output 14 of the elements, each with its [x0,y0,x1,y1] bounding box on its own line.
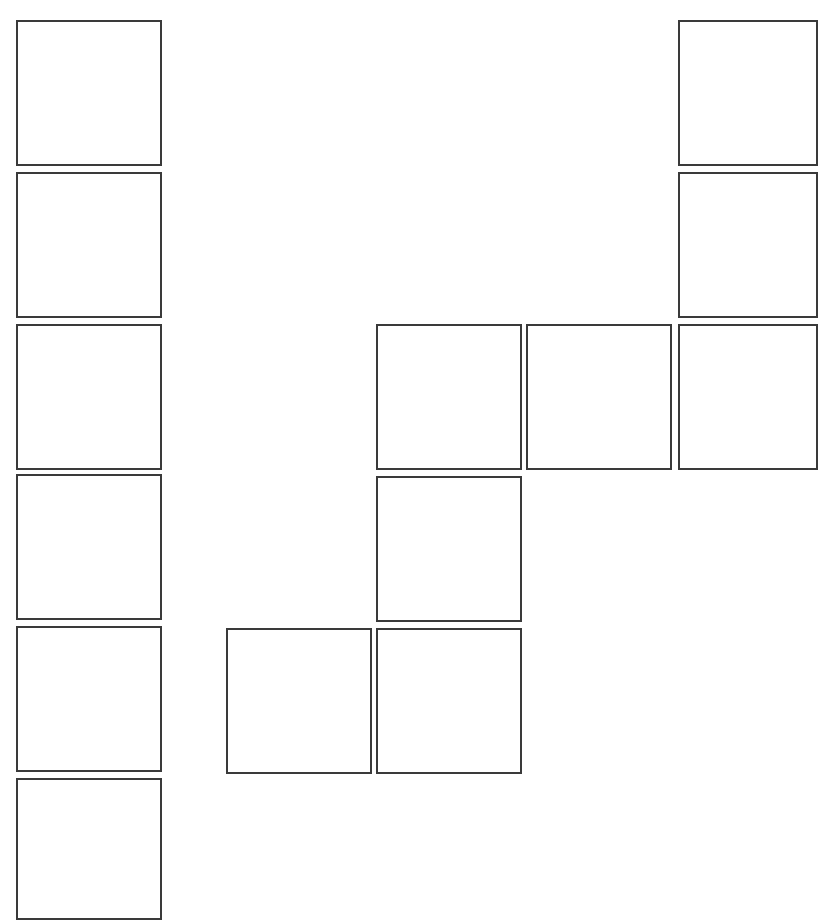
square-box [678,172,818,318]
square-box [16,474,162,620]
square-box [376,476,522,622]
square-box [678,324,818,470]
square-box [16,324,162,470]
square-box [376,628,522,774]
square-box [16,626,162,772]
square-box [16,778,162,920]
square-box [526,324,672,470]
square-box [16,172,162,318]
square-box [678,20,818,166]
square-box [376,324,522,470]
square-box [16,20,162,166]
square-box [226,628,372,774]
